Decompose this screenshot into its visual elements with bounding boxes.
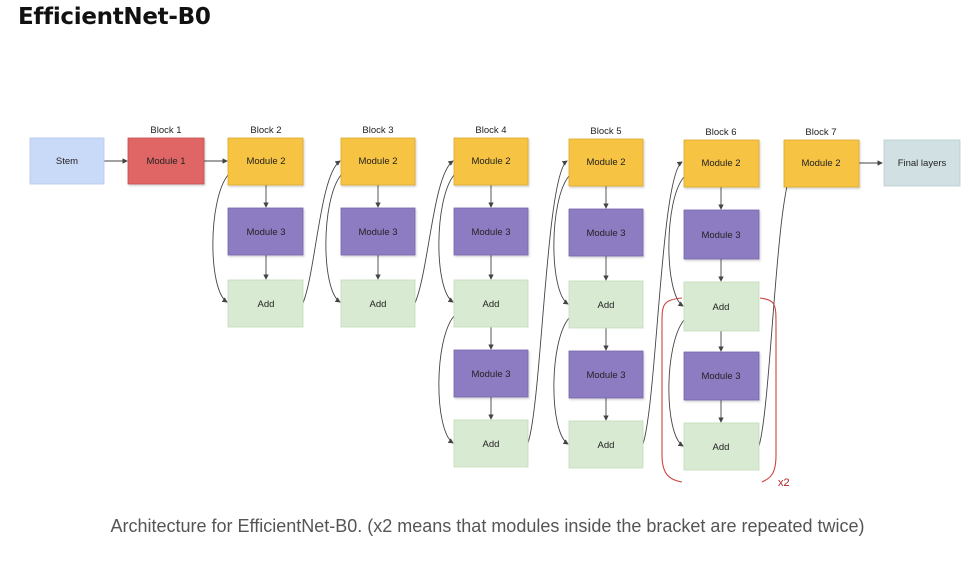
block3-module3: Module 3 (340, 207, 416, 256)
svg-text:Add: Add (483, 439, 500, 450)
stem-node: Stem (29, 137, 105, 185)
block-3-label: Block 3 (362, 125, 393, 136)
block4-module3-a: Module 3 (453, 207, 529, 256)
svg-text:Module 3: Module 3 (586, 370, 625, 381)
nodes: Stem Module 1 Module 2 Module 3 Add (29, 137, 961, 471)
svg-text:Add: Add (713, 442, 730, 453)
svg-text:Module 3: Module 3 (586, 228, 625, 239)
block-4-label: Block 4 (475, 125, 506, 136)
svg-text:Stem: Stem (56, 156, 78, 167)
block6-add-a: Add (683, 281, 760, 332)
block2-add: Add (227, 279, 304, 328)
svg-text:Add: Add (483, 299, 500, 310)
block5-module2: Module 2 (568, 138, 644, 187)
repeat-bracket (661, 297, 777, 483)
svg-text:Add: Add (598, 440, 615, 451)
svg-text:Module 3: Module 3 (701, 230, 740, 241)
block5-add-b: Add (568, 420, 644, 469)
block4-add-b: Add (453, 419, 529, 468)
block1-module1: Module 1 (127, 137, 205, 185)
svg-text:Add: Add (258, 299, 275, 310)
connectors (104, 158, 883, 447)
page-title: EfficientNet-B0 (18, 4, 211, 30)
svg-text:Module 2: Module 2 (586, 157, 625, 168)
block3-add: Add (340, 279, 416, 328)
svg-text:Module 2: Module 2 (358, 156, 397, 167)
block2-module3: Module 3 (227, 207, 304, 256)
block7-module2: Module 2 (783, 139, 860, 188)
svg-text:Module 1: Module 1 (146, 156, 185, 167)
svg-text:Add: Add (713, 302, 730, 313)
svg-text:Module 3: Module 3 (246, 227, 285, 238)
svg-text:Module 2: Module 2 (801, 158, 840, 169)
block5-add-a: Add (568, 280, 644, 329)
block6-module2: Module 2 (683, 139, 760, 188)
block-7-label: Block 7 (805, 127, 836, 138)
block4-add-a: Add (453, 279, 529, 328)
block4-module2: Module 2 (453, 137, 529, 186)
svg-text:Module 2: Module 2 (701, 158, 740, 169)
block-5-label: Block 5 (590, 126, 621, 137)
final-layers-node: Final layers (883, 139, 961, 187)
block5-module3-a: Module 3 (568, 208, 644, 257)
svg-text:Module 3: Module 3 (358, 227, 397, 238)
svg-text:Module 2: Module 2 (471, 156, 510, 167)
svg-text:Module 2: Module 2 (246, 156, 285, 167)
svg-text:Add: Add (370, 299, 387, 310)
figure-caption: Architecture for EfficientNet-B0. (x2 me… (110, 516, 865, 536)
block-6-label: Block 6 (705, 127, 736, 138)
block6-module3-a: Module 3 (683, 209, 760, 260)
block4-module3-b: Module 3 (453, 349, 529, 398)
block6-add-b: Add (683, 422, 760, 471)
svg-text:Module 3: Module 3 (471, 227, 510, 238)
repeat-label: x2 (778, 477, 790, 489)
block3-module2: Module 2 (340, 137, 416, 186)
block2-module2: Module 2 (227, 137, 304, 186)
block6-module3-b: Module 3 (683, 351, 760, 401)
svg-text:Module 3: Module 3 (701, 371, 740, 382)
block-1-label: Block 1 (150, 125, 181, 136)
svg-text:Module 3: Module 3 (471, 369, 510, 380)
block-2-label: Block 2 (250, 125, 281, 136)
svg-text:Final layers: Final layers (898, 158, 947, 169)
svg-text:Add: Add (598, 300, 615, 311)
block5-module3-b: Module 3 (568, 350, 644, 399)
